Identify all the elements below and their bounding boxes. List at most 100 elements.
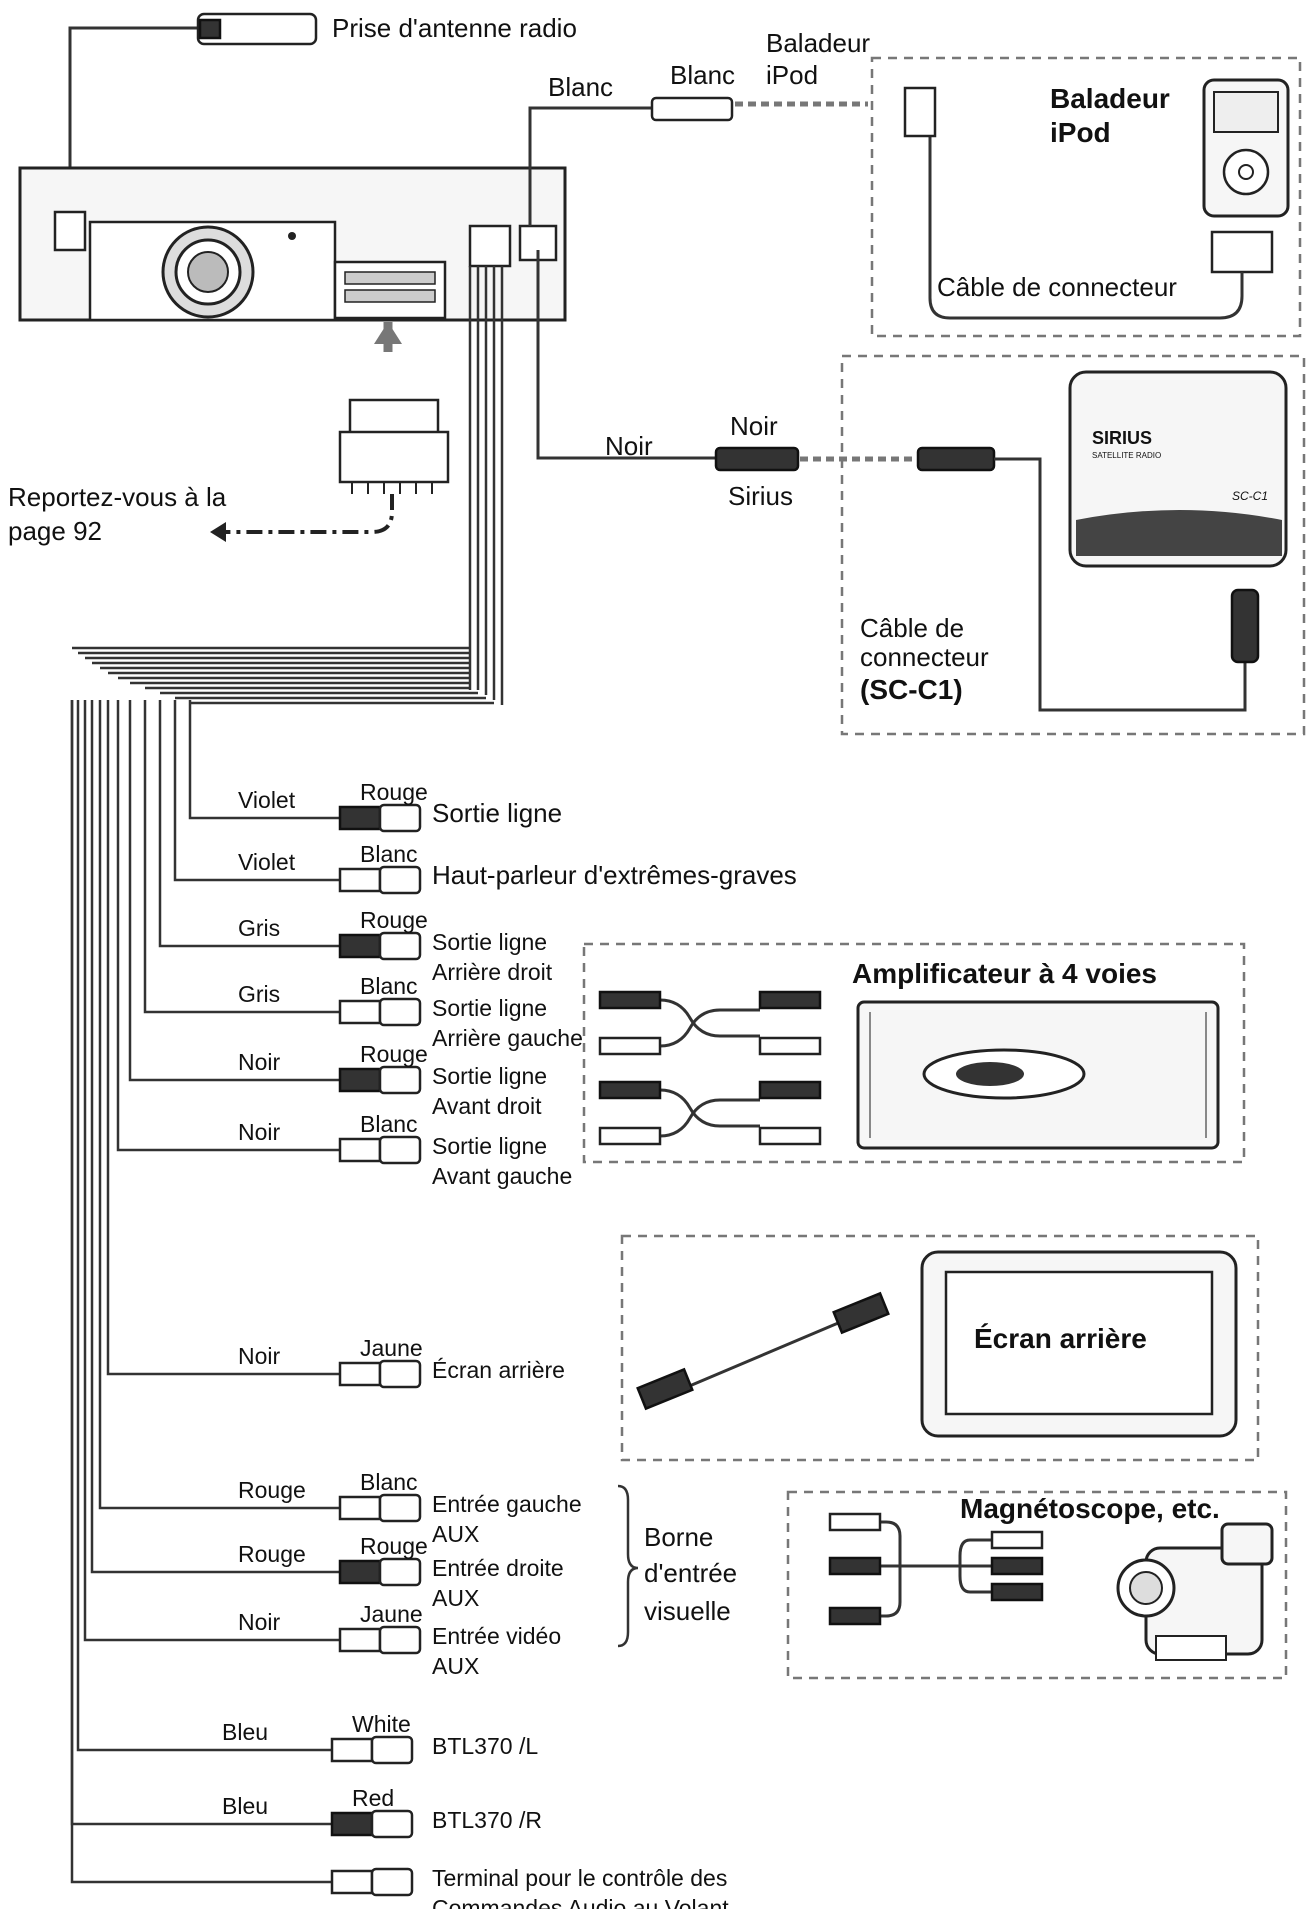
ipod-box bbox=[870, 56, 1302, 338]
output-wire bbox=[173, 700, 340, 882]
output-description: Entrée vidéo bbox=[432, 1623, 561, 1649]
output-plug-body bbox=[338, 1559, 382, 1585]
amplifier-device bbox=[856, 1000, 1220, 1150]
output-description: Haut-parleur d'extrêmes-graves bbox=[432, 860, 797, 890]
sirius-brand-sub: SATELLITE RADIO bbox=[1092, 451, 1161, 460]
output-description: Entrée droite bbox=[432, 1555, 564, 1581]
visual-input-bracket bbox=[617, 1484, 639, 1648]
harness-connector bbox=[210, 322, 450, 542]
output-plug-tip bbox=[378, 803, 422, 833]
ipod-cable-label: Câble de connecteur bbox=[937, 272, 1177, 302]
vcr-box bbox=[786, 1490, 1288, 1680]
sirius-model: SC-C1 bbox=[1232, 489, 1268, 503]
output-plug-body bbox=[338, 805, 382, 831]
output-wire bbox=[143, 700, 340, 1014]
sirius-brand: SIRIUS bbox=[1092, 428, 1152, 448]
output-plug-body bbox=[338, 1495, 382, 1521]
rear-screen-title: Écran arrière bbox=[974, 1323, 1147, 1354]
output-wire bbox=[158, 700, 340, 948]
ipod-plug-name-2: iPod bbox=[766, 60, 818, 90]
ipod-device-name-1: Baladeur bbox=[1050, 83, 1170, 114]
output-description: Sortie ligne bbox=[432, 1133, 547, 1159]
output-description: AUX bbox=[432, 1585, 479, 1611]
output-wire bbox=[70, 700, 332, 1884]
output-plug-tip bbox=[378, 1493, 422, 1523]
output-plug-tip bbox=[378, 1135, 422, 1165]
refer-line2: page 92 bbox=[8, 516, 102, 546]
output-plug-body bbox=[330, 1869, 374, 1895]
output-plug-tip bbox=[370, 1867, 414, 1897]
output-plug-body bbox=[338, 933, 382, 959]
output-plug-tip bbox=[370, 1809, 414, 1839]
sirius-cable-label-2: connecteur bbox=[860, 642, 989, 672]
amplifier-cables bbox=[598, 990, 822, 1146]
ipod-plug bbox=[650, 96, 868, 122]
output-wire bbox=[128, 700, 340, 1082]
output-plug-color: Jaune bbox=[360, 1335, 423, 1361]
camcorder-device bbox=[1116, 1522, 1274, 1661]
output-description: AUX bbox=[432, 1653, 479, 1679]
output-plug-body bbox=[338, 1137, 382, 1163]
amplifier-title: Amplificateur à 4 voies bbox=[852, 958, 1157, 989]
output-plug-color: Red bbox=[352, 1785, 394, 1811]
output-wire bbox=[106, 700, 340, 1376]
sirius-cable-label-1: Câble de bbox=[860, 613, 964, 643]
output-plug-body bbox=[338, 999, 382, 1025]
output-wire-color: Gris bbox=[238, 981, 280, 1007]
refer-line1: Reportez-vous à la bbox=[8, 482, 227, 512]
output-wire-color: Violet bbox=[238, 849, 296, 875]
output-plug-tip bbox=[378, 865, 422, 895]
sirius-plug bbox=[714, 446, 1260, 712]
output-plug-color: Rouge bbox=[360, 1041, 428, 1067]
output-plug-tip bbox=[378, 931, 422, 961]
ipod-plug-color: Blanc bbox=[670, 60, 735, 90]
ipod-plug-name-1: Baladeur bbox=[766, 28, 870, 58]
output-description: Sortie ligne bbox=[432, 798, 562, 828]
amplifier-box bbox=[582, 942, 1246, 1164]
output-wire-color: Noir bbox=[238, 1343, 281, 1369]
vcr-cables bbox=[828, 1512, 1044, 1626]
output-wire-color: Bleu bbox=[222, 1719, 268, 1745]
output-wire bbox=[116, 700, 340, 1152]
output-description: Terminal pour le contrôle des bbox=[432, 1865, 727, 1891]
ipod-device bbox=[903, 78, 1290, 320]
output-description: Commandes Audio au Volant. bbox=[432, 1895, 735, 1909]
output-description: Sortie ligne bbox=[432, 995, 547, 1021]
rear-screen-device bbox=[920, 1250, 1238, 1438]
output-plug-tip bbox=[378, 997, 422, 1027]
output-description: BTL370 /L bbox=[432, 1733, 538, 1759]
output-wire-color: Violet bbox=[238, 787, 296, 813]
visual-input-line3: visuelle bbox=[644, 1596, 731, 1626]
output-description: Écran arrière bbox=[432, 1357, 565, 1383]
output-plug-color: Blanc bbox=[360, 841, 418, 867]
vcr-title: Magnétoscope, etc. bbox=[960, 1493, 1220, 1524]
output-plug-body bbox=[338, 1067, 382, 1093]
output-plug-color: Rouge bbox=[360, 1533, 428, 1559]
sirius-cable-label-3: (SC-C1) bbox=[860, 674, 963, 705]
ipod-device-name-2: iPod bbox=[1050, 117, 1111, 148]
ipod-wire-color: Blanc bbox=[548, 72, 613, 102]
output-plug-tip bbox=[378, 1065, 422, 1095]
sirius-plug-color: Noir bbox=[730, 411, 778, 441]
output-wire bbox=[83, 700, 340, 1642]
output-plug-color: Jaune bbox=[360, 1601, 423, 1627]
sirius-plug-name: Sirius bbox=[728, 481, 793, 511]
output-plug-body bbox=[330, 1811, 374, 1837]
antenna-label: Prise d'antenne radio bbox=[332, 13, 577, 43]
output-plug-color: White bbox=[352, 1711, 411, 1737]
output-plug-color: Blanc bbox=[360, 1469, 418, 1495]
output-description: Entrée gauche bbox=[432, 1491, 582, 1517]
output-plug-color: Blanc bbox=[360, 973, 418, 999]
output-plug-color: Blanc bbox=[360, 1111, 418, 1137]
head-unit bbox=[18, 166, 567, 322]
output-wire bbox=[188, 700, 340, 820]
output-plug-body bbox=[330, 1737, 374, 1763]
sirius-tuner bbox=[1068, 370, 1288, 568]
output-wire bbox=[76, 700, 332, 1752]
antenna-connector bbox=[68, 12, 318, 222]
output-wire bbox=[98, 700, 340, 1510]
output-wire-color: Rouge bbox=[238, 1477, 306, 1503]
output-description: Avant gauche bbox=[432, 1163, 572, 1189]
